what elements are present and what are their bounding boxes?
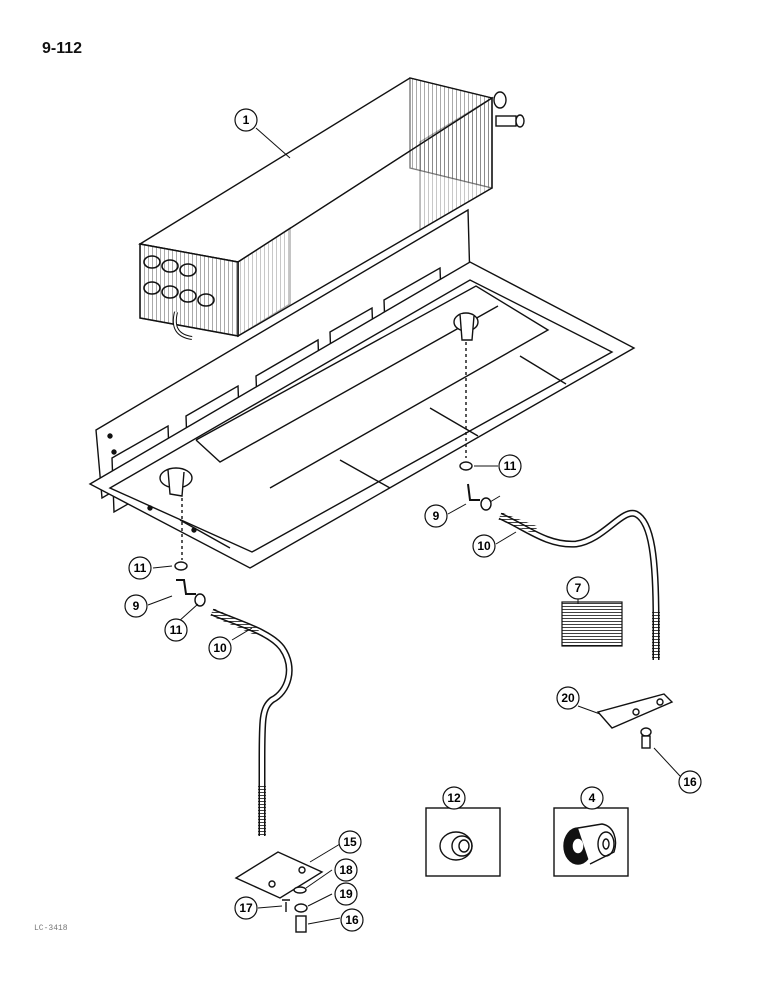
svg-text:9: 9	[433, 509, 440, 523]
elbow-9-left	[176, 579, 196, 595]
svg-text:4: 4	[589, 791, 596, 805]
svg-text:7: 7	[575, 581, 582, 595]
callout-4: 4	[580, 786, 604, 810]
insulation-pad-7	[561, 601, 623, 647]
clamp-11-right-lower	[480, 497, 492, 511]
callout-15: 15	[338, 830, 362, 854]
callout-9-left: 9	[124, 594, 148, 618]
svg-text:12: 12	[447, 791, 461, 805]
callout-10-right: 10	[472, 534, 496, 558]
callout-10-left: 10	[208, 636, 232, 660]
callout-11-left-lower: 11	[164, 618, 188, 642]
evaporator-core	[138, 77, 525, 340]
screw-17	[282, 899, 290, 912]
footer-code: LC-3418	[34, 924, 68, 933]
washer-19	[294, 903, 308, 913]
callout-11-left-upper: 11	[128, 556, 152, 580]
bolt-16-left	[295, 915, 307, 933]
drain-outlet-right	[453, 312, 479, 341]
svg-text:11: 11	[504, 459, 517, 473]
leader-lines	[147, 127, 681, 925]
svg-text:1: 1	[243, 113, 250, 127]
page-number: 9-112	[42, 40, 83, 57]
svg-text:19: 19	[339, 887, 353, 901]
callout-18: 18	[334, 858, 358, 882]
svg-text:16: 16	[345, 913, 359, 927]
drain-outlet-left	[159, 467, 193, 497]
svg-text:18: 18	[339, 863, 353, 877]
clamp-11-left-lower	[194, 593, 206, 607]
callout-9-right: 9	[424, 504, 448, 528]
svg-text:10: 10	[213, 641, 227, 655]
svg-text:17: 17	[239, 901, 253, 915]
callout-11-right: 11	[498, 454, 522, 478]
svg-text:11: 11	[134, 561, 147, 575]
bracket-15	[234, 851, 324, 899]
clamp-11-left-upper	[174, 561, 188, 571]
return-bends	[143, 255, 215, 307]
mounting-plate-20	[596, 693, 674, 729]
svg-text:16: 16	[683, 775, 697, 789]
callout-7: 7	[566, 576, 590, 600]
svg-text:9: 9	[133, 599, 140, 613]
svg-text:15: 15	[343, 835, 357, 849]
elbow-9-right	[467, 483, 480, 501]
callout-12: 12	[442, 786, 466, 810]
inset-tape-4	[553, 807, 629, 877]
callout-17: 17	[234, 896, 258, 920]
callout-20: 20	[556, 686, 580, 710]
washer-18	[293, 886, 307, 894]
clamp-11-right-upper	[459, 461, 473, 471]
svg-text:11: 11	[170, 623, 183, 637]
svg-text:20: 20	[561, 691, 575, 705]
bolt-16-right	[640, 727, 652, 749]
callout-16-right: 16	[678, 770, 702, 794]
svg-text:10: 10	[477, 539, 491, 553]
evaporator-housing	[88, 208, 636, 569]
callout-1: 1	[234, 108, 258, 132]
right-drain-assembly	[459, 342, 660, 660]
inset-plug-12	[425, 807, 501, 877]
callout-19: 19	[334, 882, 358, 906]
callout-16-left: 16	[340, 908, 364, 932]
